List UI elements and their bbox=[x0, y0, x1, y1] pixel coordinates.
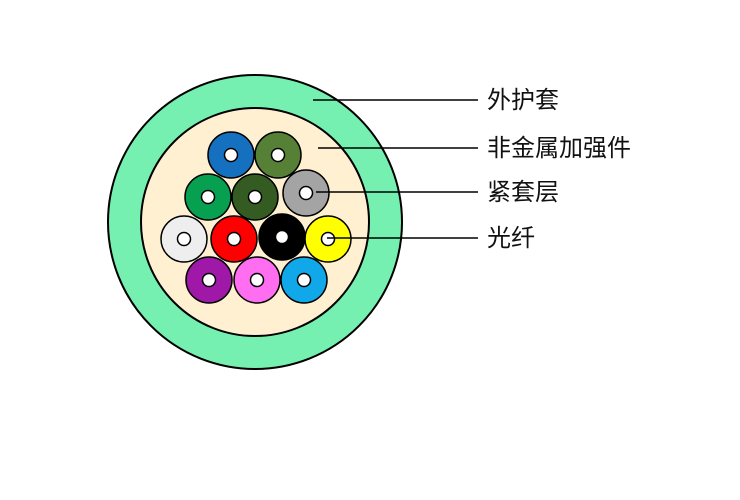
fiber-core-10 bbox=[201, 272, 217, 288]
fiber-core-2 bbox=[270, 147, 286, 163]
fiber-5 bbox=[282, 169, 330, 217]
label-tight-buffer: 紧套层 bbox=[487, 178, 559, 206]
fiber-core-8 bbox=[274, 229, 290, 245]
fiber-core-6 bbox=[176, 231, 192, 247]
fiber-core-3 bbox=[200, 189, 216, 205]
fiber-8 bbox=[258, 213, 306, 261]
fiber-1 bbox=[207, 131, 255, 179]
fiber-10 bbox=[185, 256, 233, 304]
fiber-7 bbox=[210, 215, 258, 263]
fiber-2 bbox=[254, 131, 302, 179]
fiber-9 bbox=[304, 215, 352, 263]
fiber-core-1 bbox=[223, 147, 239, 163]
fiber-core-7 bbox=[226, 231, 242, 247]
label-optical-fiber: 光纤 bbox=[487, 224, 535, 252]
fiber-core-11 bbox=[249, 272, 265, 288]
fiber-core-9 bbox=[320, 231, 336, 247]
fiber-11 bbox=[233, 256, 281, 304]
fiber-12 bbox=[280, 256, 328, 304]
label-outer-jacket: 外护套 bbox=[487, 86, 559, 114]
fiber-core-4 bbox=[247, 189, 263, 205]
label-strength-member: 非金属加强件 bbox=[487, 134, 631, 162]
fiber-4 bbox=[231, 173, 279, 221]
fiber-core-12 bbox=[296, 272, 312, 288]
fiber-6 bbox=[160, 215, 208, 263]
fiber-3 bbox=[184, 173, 232, 221]
fiber-core-5 bbox=[298, 185, 314, 201]
fiber-bundle bbox=[160, 131, 352, 304]
